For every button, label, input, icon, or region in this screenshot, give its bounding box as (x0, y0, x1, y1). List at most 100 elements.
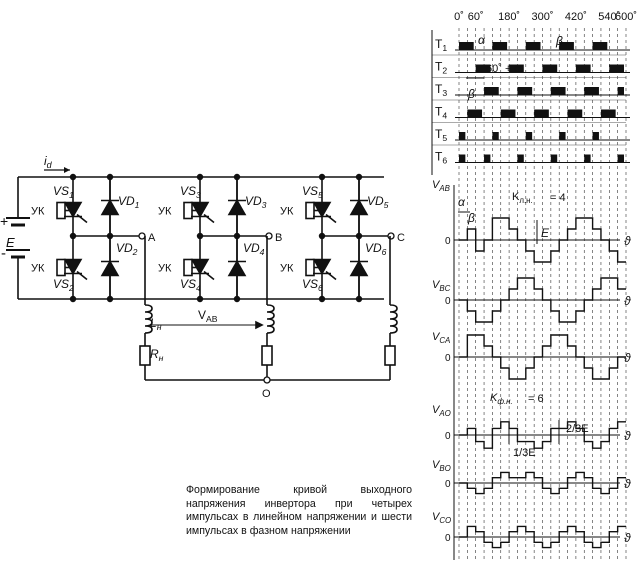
inverter-legs (56, 173, 395, 303)
theta-label: ϑ (624, 351, 631, 365)
load-resistor-label: Rн (150, 347, 164, 363)
voltage-waveform (459, 471, 626, 495)
junction-dot (318, 173, 326, 181)
pulse-bar (567, 109, 583, 118)
k-line-label: Kл.н. (512, 191, 533, 205)
pulse-row-label: T3 (435, 82, 447, 98)
voltage-waveform (459, 421, 626, 449)
voltage-waveform (459, 277, 626, 323)
pulse-row-t3: T3 (432, 82, 630, 101)
load-resistor (139, 345, 151, 366)
pulse-bar (517, 87, 533, 95)
theta-label: ϑ (624, 294, 631, 308)
diode-label-vd3: VD3 (245, 194, 267, 210)
two-thirds-label: 2/3E (566, 423, 589, 435)
pulse-bar (584, 87, 599, 95)
diode-label-vd5: VD5 (367, 194, 389, 210)
angle-labels: 0˚60˚180˚300˚420˚540˚600˚ (454, 11, 637, 23)
current-arrow-head (64, 167, 70, 173)
voltage-row-label: VBO (432, 459, 451, 473)
pulse-row-label: T6 (435, 150, 447, 166)
pulse-row-t6: T6 (435, 150, 630, 166)
load-network (139, 236, 398, 384)
voltage-waveform (459, 525, 626, 549)
thyristor-label-vs2: VS2 (53, 277, 74, 293)
pulse-bar (584, 154, 591, 163)
voltage-row-vbo: VBO 0 ϑ (432, 459, 631, 495)
load-resistor (384, 345, 396, 366)
theta-label: ϑ (624, 429, 631, 443)
voltage-row-label: VCO (432, 511, 451, 525)
shift-label: 60˚ + α (486, 63, 521, 75)
alpha-label-vab: α (458, 195, 466, 209)
voltage-row-label: VCA (432, 331, 450, 345)
zero-label: 0 (445, 479, 451, 490)
diode-vd4 (227, 236, 247, 299)
pulse-bar (492, 132, 499, 140)
current-label: id (44, 154, 53, 170)
pulse-row-t2: T2 (432, 60, 630, 78)
load-resistor (261, 345, 273, 366)
thyristor-vs4 (183, 236, 215, 299)
node-label-b: B (275, 232, 282, 244)
diode-label-vd1: VD1 (118, 194, 140, 210)
thyristor-vs6 (305, 236, 337, 299)
diode-vd5 (349, 177, 369, 236)
pulse-bar (492, 42, 508, 50)
k-phase-label: Kф.н. (490, 392, 513, 406)
load-inductor-label: Lн (150, 316, 162, 332)
pulse-bar (592, 42, 608, 50)
pulse-bar (459, 132, 466, 140)
inverter-circuit (6, 167, 398, 384)
minus-sign: - (1, 245, 6, 262)
voltage-row-vca: VCA 0 ϑ (432, 331, 631, 380)
pulse-row-label: T4 (435, 105, 447, 121)
control-unit-label: УК (31, 206, 45, 218)
voltage-row-label: VAB (432, 179, 450, 193)
pulse-bar (559, 42, 574, 50)
pulse-bar (550, 87, 566, 95)
pulse-row-t4: T4 (432, 105, 630, 123)
control-unit-label: УК (31, 263, 45, 275)
load-inductor (144, 304, 153, 334)
output-terminal (387, 232, 395, 240)
thyristor-vs3 (183, 185, 215, 236)
zero-label: 0 (445, 236, 451, 247)
pulse-bar (484, 154, 491, 163)
angle-label: 600˚ (615, 11, 637, 23)
angle-label: 60˚ (468, 11, 484, 23)
diode-label-vd2: VD2 (116, 241, 138, 257)
control-unit-label: УК (158, 263, 172, 275)
pulse-bar (600, 109, 616, 118)
pulse-bar (467, 109, 483, 118)
junction-dot (196, 173, 204, 181)
diode-vd1 (100, 177, 120, 236)
pulse-bar (559, 132, 566, 140)
zero-label: 0 (445, 353, 451, 364)
theta-label: ϑ (624, 477, 631, 491)
pulse-bar (517, 154, 524, 163)
plus-sign: + (0, 213, 8, 229)
zero-label: 0 (445, 431, 451, 442)
control-unit-label: УК (280, 263, 294, 275)
diode-vd2 (100, 236, 120, 299)
pulse-row-t1: T1 (432, 37, 630, 56)
angle-label: 420˚ (565, 11, 587, 23)
pulse-bar (475, 64, 491, 73)
pulse-row-t5: T5 (432, 127, 630, 146)
pulse-bar (525, 42, 541, 50)
control-unit-label: УК (280, 206, 294, 218)
diode-label-vd6: VD6 (365, 241, 387, 257)
k-phase-value: = 6 (528, 393, 544, 405)
thyristor-vs2 (56, 236, 88, 299)
thyristor-label-vs6: VS6 (302, 277, 323, 293)
pulse-bar (509, 64, 524, 73)
pulse-bar (484, 87, 499, 95)
